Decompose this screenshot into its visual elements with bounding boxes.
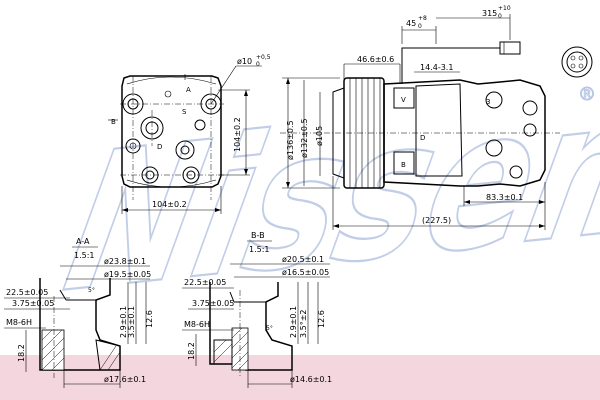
section-a-diameter3: ø17.6±0.1 — [104, 375, 146, 384]
front-view: A B S D ø10 +0,5 0 104±0.2 104±0.2 — [108, 54, 271, 214]
section-a-v1: 2.9±0.1 — [119, 306, 128, 338]
clutch-length-dim: 46.6±0.6 — [357, 55, 394, 64]
width-dim: 104±0.2 — [152, 200, 187, 209]
section-b-b: B-B 1.5:1 22.5±0.05 3.75±0.05 M8-6H 1 — [182, 231, 332, 388]
section-a-depth: 18.2 — [17, 344, 26, 362]
section-a-angle: 5° — [88, 287, 95, 294]
section-a-height1: 22.5±0.05 — [6, 288, 48, 297]
hole-tolerance-lower: 0 — [256, 61, 260, 68]
section-a-v2: 3.5±0.1 — [127, 306, 136, 338]
port-a-label: A — [186, 86, 191, 94]
section-a-v3: 12.6 — [145, 310, 154, 328]
connector-plug-end-view — [561, 46, 593, 78]
connector-length-dim: 45 — [406, 19, 416, 28]
section-a-diameter1: ø23.8±0.1 — [104, 257, 146, 266]
tag-b: B — [401, 161, 406, 169]
wire-length-dim: 315 — [482, 9, 497, 18]
section-b-diameter1: ø20.5±0.1 — [282, 255, 324, 264]
section-a-label: A-A — [76, 237, 90, 246]
section-a-diameter2: ø19.5±0.05 — [104, 270, 151, 279]
pulley-diameter-dim: ø136±0.5 — [286, 120, 295, 160]
inner-diameter-dim: ø132±0.5 — [300, 118, 309, 158]
section-b-scale: 1.5:1 — [249, 245, 270, 254]
port-discharge — [175, 140, 195, 160]
port-b-label: B — [111, 118, 116, 126]
section-b-angle: 5° — [266, 325, 273, 332]
height-dim: 104±0.2 — [233, 117, 242, 152]
hole-diameter-dim: ø10 — [237, 57, 252, 66]
color-band-fill — [0, 355, 600, 400]
total-length-dim: (227.5) — [422, 216, 451, 225]
section-b-v1: 2.9±0.1 — [289, 306, 298, 338]
wire-tol-upper: +10 — [498, 5, 511, 12]
tag-3: 3 — [486, 98, 490, 106]
electrical-connector — [499, 41, 521, 55]
wire-tol-lower: 0 — [498, 13, 502, 20]
hub-diameter-dim: ø105 — [315, 126, 324, 146]
tag-v: V — [401, 96, 406, 104]
section-b-v3: 12.6 — [317, 310, 326, 328]
section-b-depth: 18.2 — [187, 342, 196, 360]
tag-d: D — [420, 134, 425, 142]
body-length-dim: 83.3±0.1 — [486, 193, 523, 202]
port-s-label: S — [182, 108, 187, 116]
section-b-diameter2: ø16.5±0.05 — [282, 268, 329, 277]
section-a-scale: 1.5:1 — [74, 251, 95, 260]
section-a-thread: M8-6H — [6, 318, 32, 327]
connector-tol-lower: 0 — [418, 23, 422, 30]
color-band — [0, 355, 600, 400]
section-b-v2: 3.5°±2 — [299, 309, 308, 338]
section-a-height2: 3.75±0.05 — [12, 299, 54, 308]
section-b-diameter3: ø14.6±0.1 — [290, 375, 332, 384]
watermark-registered-mark: ® — [578, 84, 596, 105]
section-a-a: A-A 1.5:1 22.5±0.05 3.75±0.05 M8-6H — [4, 237, 154, 388]
hole-tolerance-upper: +0,5 — [256, 54, 271, 61]
boss-length-dim: 14.4-3.1 — [420, 63, 453, 72]
section-b-height2: 3.75±0.05 — [192, 299, 234, 308]
connector-tol-upper: +8 — [418, 15, 427, 22]
section-b-height1: 22.5±0.05 — [184, 278, 226, 287]
section-b-thread: M8-6H — [184, 320, 210, 329]
port-d-label: D — [157, 143, 162, 151]
side-view: V B 3 D 45 +8 0 — [280, 5, 593, 230]
section-b-label: B-B — [251, 231, 265, 240]
